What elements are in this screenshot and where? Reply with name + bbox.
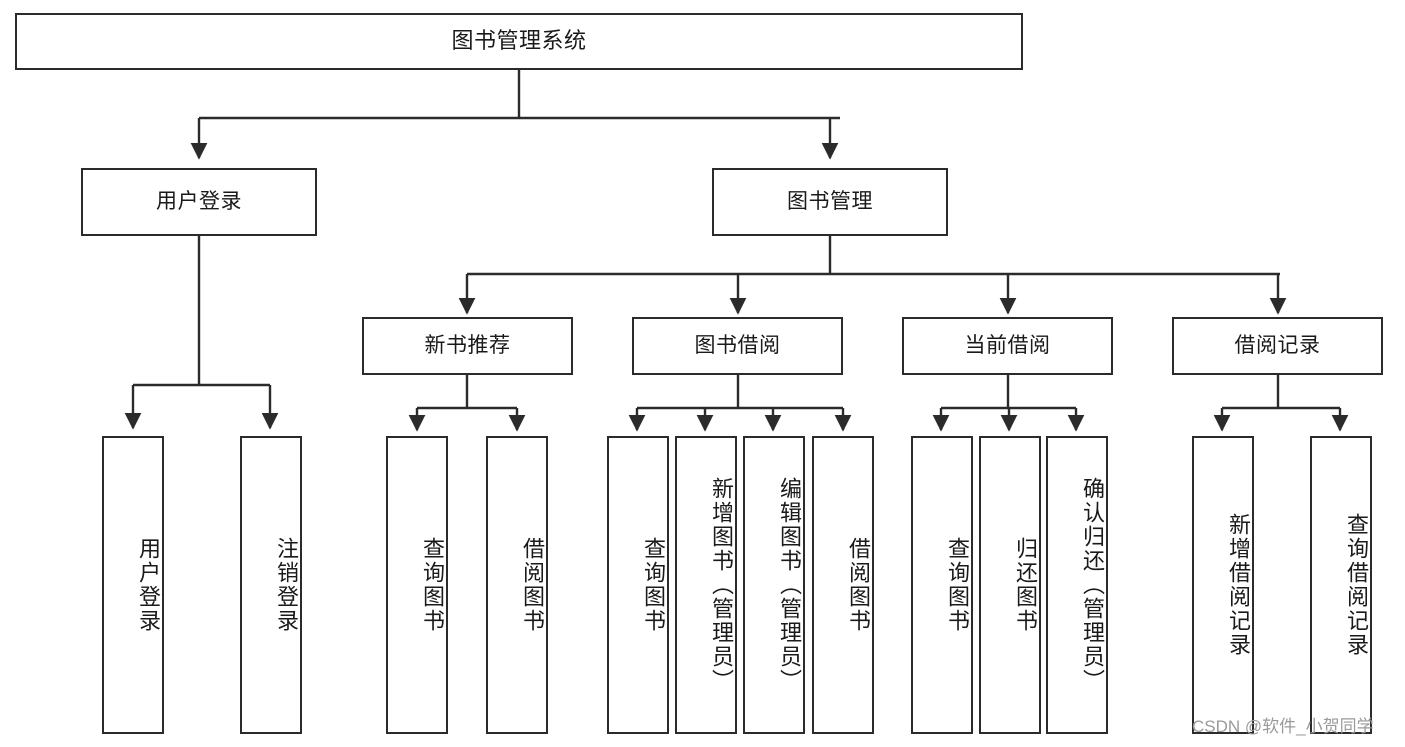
- leaf-new-book-borrow[interactable]: 借阅图书: [486, 436, 548, 734]
- csdn-watermark: CSDN @软件_小贺同学: [1192, 717, 1374, 736]
- node-label: 借阅图书: [520, 537, 545, 633]
- leaf-current-borrow-query[interactable]: 查询图书: [911, 436, 973, 734]
- node-label: 用户登录: [156, 190, 242, 214]
- node-book-management[interactable]: 图书管理: [712, 168, 948, 236]
- node-label: 新书推荐: [424, 334, 511, 358]
- leaf-borrow-record-add[interactable]: 新增借阅记录: [1192, 436, 1254, 734]
- leaf-book-borrow-borrow[interactable]: 借阅图书: [812, 436, 874, 734]
- node-label: 图书管理: [787, 190, 873, 214]
- node-label: 查询图书: [641, 537, 666, 633]
- node-label: 确认归还（管理员）: [1080, 477, 1105, 693]
- node-user-login[interactable]: 用户登录: [81, 168, 317, 236]
- leaf-user-login-logout[interactable]: 注销登录: [240, 436, 302, 734]
- leaf-borrow-record-query[interactable]: 查询借阅记录: [1310, 436, 1372, 734]
- node-label: 图书借阅: [694, 334, 781, 358]
- leaf-new-book-query[interactable]: 查询图书: [386, 436, 448, 734]
- leaf-book-borrow-add[interactable]: 新增图书（管理员）: [675, 436, 737, 734]
- leaf-book-borrow-edit[interactable]: 编辑图书（管理员）: [743, 436, 805, 734]
- node-label: 编辑图书（管理员）: [777, 477, 802, 693]
- node-label: 注销登录: [274, 537, 299, 633]
- node-label: 查询图书: [945, 537, 970, 633]
- node-label: 查询图书: [420, 537, 445, 633]
- node-label: 用户登录: [136, 537, 161, 633]
- node-label: 当前借阅: [964, 334, 1051, 358]
- leaf-user-login-login[interactable]: 用户登录: [102, 436, 164, 734]
- node-label: 图书管理系统: [451, 28, 587, 54]
- node-new-book-recommend[interactable]: 新书推荐: [362, 317, 573, 375]
- leaf-current-borrow-confirm-return[interactable]: 确认归还（管理员）: [1046, 436, 1108, 734]
- node-book-borrow[interactable]: 图书借阅: [632, 317, 843, 375]
- node-label: 借阅记录: [1234, 334, 1321, 358]
- node-label: 借阅图书: [846, 537, 871, 633]
- node-label: 查询借阅记录: [1344, 513, 1369, 657]
- node-current-borrow[interactable]: 当前借阅: [902, 317, 1113, 375]
- node-label: 归还图书: [1013, 537, 1038, 633]
- node-label: 新增借阅记录: [1226, 513, 1251, 657]
- leaf-book-borrow-query[interactable]: 查询图书: [607, 436, 669, 734]
- node-root-system[interactable]: 图书管理系统: [15, 13, 1023, 70]
- leaf-current-borrow-return[interactable]: 归还图书: [979, 436, 1041, 734]
- node-borrow-record[interactable]: 借阅记录: [1172, 317, 1383, 375]
- node-label: 新增图书（管理员）: [709, 477, 734, 693]
